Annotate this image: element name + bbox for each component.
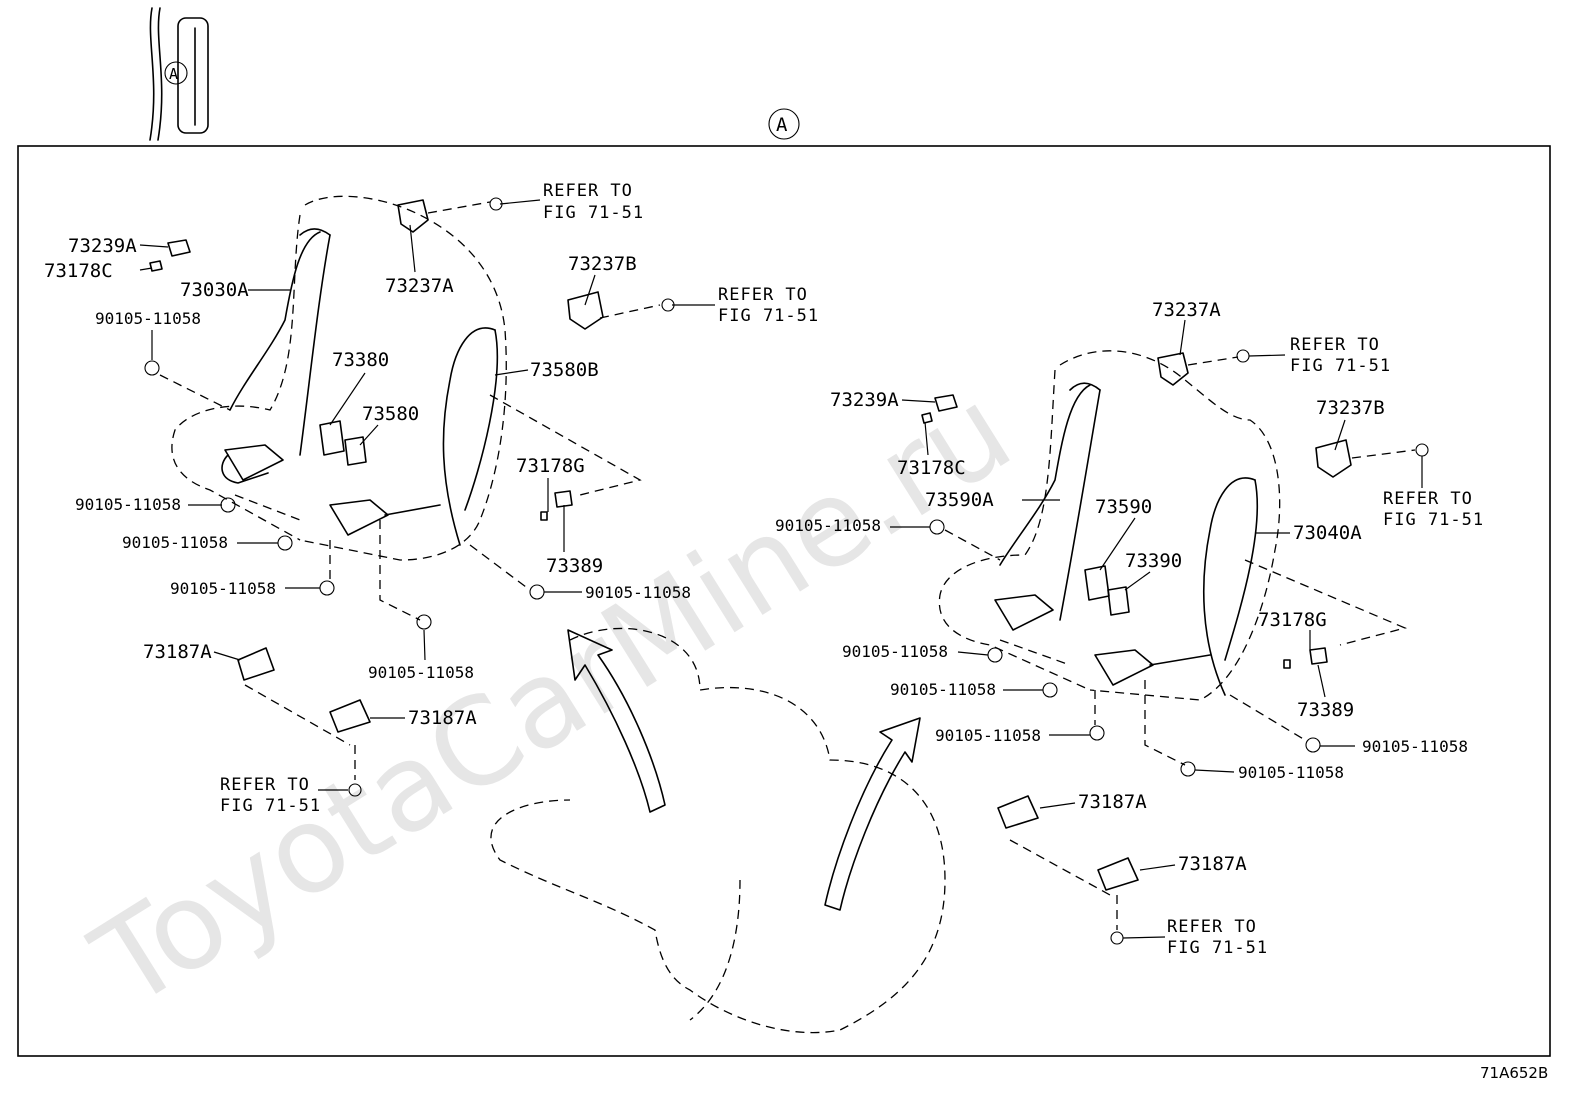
refer-note: FIG 71-51: [718, 306, 819, 326]
part-label: 73389: [1297, 699, 1354, 721]
refer-note: REFER TO: [220, 775, 310, 795]
right-dash-links: [944, 356, 1416, 930]
inset-locator: A: [149, 7, 209, 141]
right-refer-notes: REFER TO FIG 71-51 REFER TO FIG 71-51 RE…: [1167, 335, 1484, 958]
refer-note: REFER TO: [1383, 489, 1473, 509]
part-label: 73390: [1125, 550, 1182, 572]
part-label: 73178C: [44, 260, 113, 282]
refer-note: REFER TO: [718, 285, 808, 305]
callout-label: A: [776, 114, 788, 136]
part-label: 90105-11058: [935, 726, 1041, 745]
part-label: 90105-11058: [368, 663, 474, 682]
refer-note: FIG 71-51: [1290, 356, 1391, 376]
part-label: 73239A: [68, 235, 137, 257]
part-label: 90105-11058: [122, 533, 228, 552]
refer-note: REFER TO: [1290, 335, 1380, 355]
direction-arrows: [567, 629, 921, 911]
inset-callout-circle: [164, 61, 188, 85]
right-seat-outline: [938, 350, 1408, 701]
part-label: 73187A: [1178, 853, 1247, 875]
part-label: 90105-11058: [75, 495, 181, 514]
part-label: 90105-11058: [585, 583, 691, 602]
part-label: 90105-11058: [170, 579, 276, 598]
leader-lines: [139, 199, 1423, 939]
part-label: 73237B: [568, 253, 637, 275]
part-label: 73580B: [530, 359, 599, 381]
left-floor-trims: [237, 647, 371, 733]
refer-note: FIG 71-51: [1383, 510, 1484, 530]
part-label: 73580: [362, 403, 419, 425]
left-refer-notes: REFER TO FIG 71-51 REFER TO FIG 71-51 RE…: [220, 181, 819, 816]
part-label: 73178C: [897, 457, 966, 479]
part-label: 90105-11058: [890, 680, 996, 699]
part-label: 90105-11058: [842, 642, 948, 661]
part-label: 90105-11058: [775, 516, 881, 535]
left-dash-links: [159, 201, 661, 780]
part-label: 73187A: [143, 641, 212, 663]
refer-note: REFER TO: [543, 181, 633, 201]
left-seatbelt-assembly: [149, 199, 604, 546]
refer-note: FIG 71-51: [1167, 938, 1268, 958]
left-seat-outline: [171, 195, 642, 561]
right-floor-trims: [997, 795, 1139, 891]
diagram-id: 71A652B: [1480, 1064, 1548, 1082]
part-label: 73178G: [1258, 609, 1327, 631]
bench-seat-outline: [490, 627, 946, 1034]
part-label: 73237B: [1316, 397, 1385, 419]
right-seatbelt-assembly: [921, 352, 1352, 696]
refer-note: FIG 71-51: [220, 796, 321, 816]
callout-circle: [768, 108, 800, 140]
part-label: 73187A: [408, 707, 477, 729]
part-label: 73237A: [1152, 299, 1221, 321]
refer-note: REFER TO: [1167, 917, 1257, 937]
part-label: 73030A: [180, 279, 249, 301]
part-label: 73187A: [1078, 791, 1147, 813]
part-label: 73178G: [516, 455, 585, 477]
part-label: 73590: [1095, 496, 1152, 518]
part-label: 73239A: [830, 389, 899, 411]
part-label: 73237A: [385, 275, 454, 297]
part-label: 90105-11058: [95, 309, 201, 328]
part-label: 73389: [546, 555, 603, 577]
refer-note: FIG 71-51: [543, 203, 644, 223]
part-label: 90105-11058: [1362, 737, 1468, 756]
left-part-labels: 73239A 73178C 73030A 90105-11058 73237A …: [44, 235, 691, 729]
part-label: 73590A: [925, 489, 994, 511]
part-label: 73040A: [1293, 522, 1362, 544]
inset-callout-label: A: [169, 65, 178, 83]
right-part-labels: 73237A 73239A 73178C 73237B 73590A 73590…: [775, 299, 1468, 875]
diagram-frame: [17, 145, 1551, 1057]
part-label: 73380: [332, 349, 389, 371]
part-label: 90105-11058: [1238, 763, 1344, 782]
